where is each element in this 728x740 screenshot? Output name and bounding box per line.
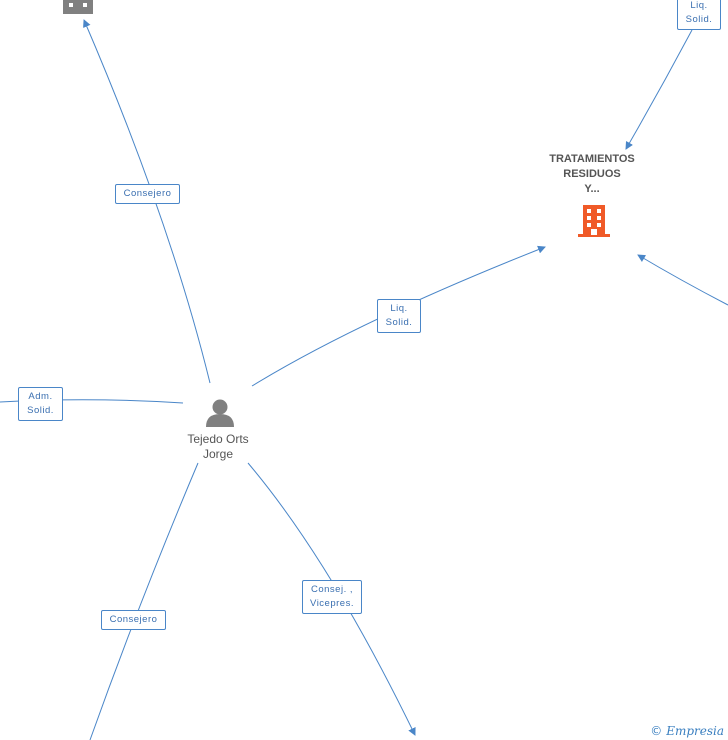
company-building-icon[interactable] [578,205,610,237]
edge-label-text-1: Adm. [28,391,53,402]
edge-label-liq-solid-top[interactable]: Liq. Solid. [677,0,721,30]
copyright-icon: © [650,724,663,738]
edge-top-right-to-tratamientos [625,29,693,150]
edge-right-to-tratamientos [637,254,728,306]
company-name[interactable]: TRATAMIENTOS RESIDUOS Y... [536,152,648,197]
edge-label-consejero-top[interactable]: Consejero [115,184,180,204]
edge-label-text-2: Solid. [685,14,713,25]
edge-label-adm-solid[interactable]: Adm. Solid. [18,387,63,421]
edge-label-text-2: Vicepres. [310,598,354,609]
edge-label-text-1: Liq. [690,0,708,11]
company-name-line3: Y... [584,183,600,195]
edge-label-consejero-bottom[interactable]: Consejero [101,610,166,630]
brand-name: Empresia [666,724,724,738]
edge-label-text: Consejero [109,614,158,625]
brand-logo[interactable]: ©Empresia [650,724,724,738]
person-icon[interactable] [206,399,234,428]
edge-label-liq-solid-mid[interactable]: Liq. Solid. [377,299,421,333]
person-name-line2: Jorge [202,447,234,461]
company-name-line1: TRATAMIENTOS [549,153,635,165]
edge-label-consej-vicepres[interactable]: Consej. , Vicepres. [302,580,362,614]
edge-label-text: Consejero [123,188,172,199]
building-icon[interactable] [63,0,93,14]
edge-label-text-2: Solid. [27,405,54,416]
edge-bottom-right [247,462,416,736]
person-name-line1: Tejedo Orts [187,432,249,446]
edge-label-text-2: Solid. [385,317,413,328]
company-name-line2: RESIDUOS [563,168,621,180]
person-name[interactable]: Tejedo Orts Jorge [170,432,266,462]
edge-label-text-1: Consej. , [311,584,353,595]
edge-to-top-company [83,19,211,384]
edge-bottom-left [89,462,199,740]
edge-label-text-1: Liq. [390,303,408,314]
